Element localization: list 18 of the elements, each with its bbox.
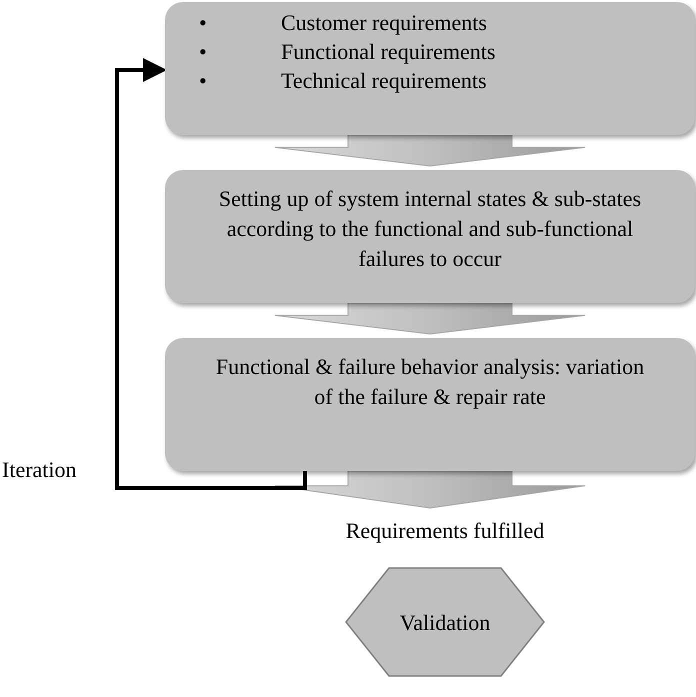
block-arrow: [274, 302, 586, 334]
bullet-point: •: [199, 38, 208, 66]
hexagon: [345, 567, 545, 677]
bullet-point: •: [199, 67, 208, 95]
requirements-box: [165, 2, 695, 135]
result-text: Requirements fulfilled: [346, 516, 544, 545]
box-text: Setting up of system internal states & sub-states according to the functional and sub-functional failures to occur: [218, 185, 642, 273]
hexagon-label: Validation: [400, 608, 490, 636]
block-arrow: [274, 134, 586, 166]
bullet-item: Technical requirements: [281, 67, 488, 95]
bullet-item: Customer requirements: [281, 9, 488, 37]
block-arrow: [274, 470, 586, 508]
bullet-point: •: [199, 9, 208, 37]
process-box: [165, 170, 695, 303]
feedback-arrow: [115, 58, 307, 490]
process-box: [165, 338, 695, 471]
bullet-item: Functional requirements: [281, 38, 496, 66]
box-text: Functional & failure behavior analysis: variation of the failure & repair rate: [214, 353, 646, 411]
